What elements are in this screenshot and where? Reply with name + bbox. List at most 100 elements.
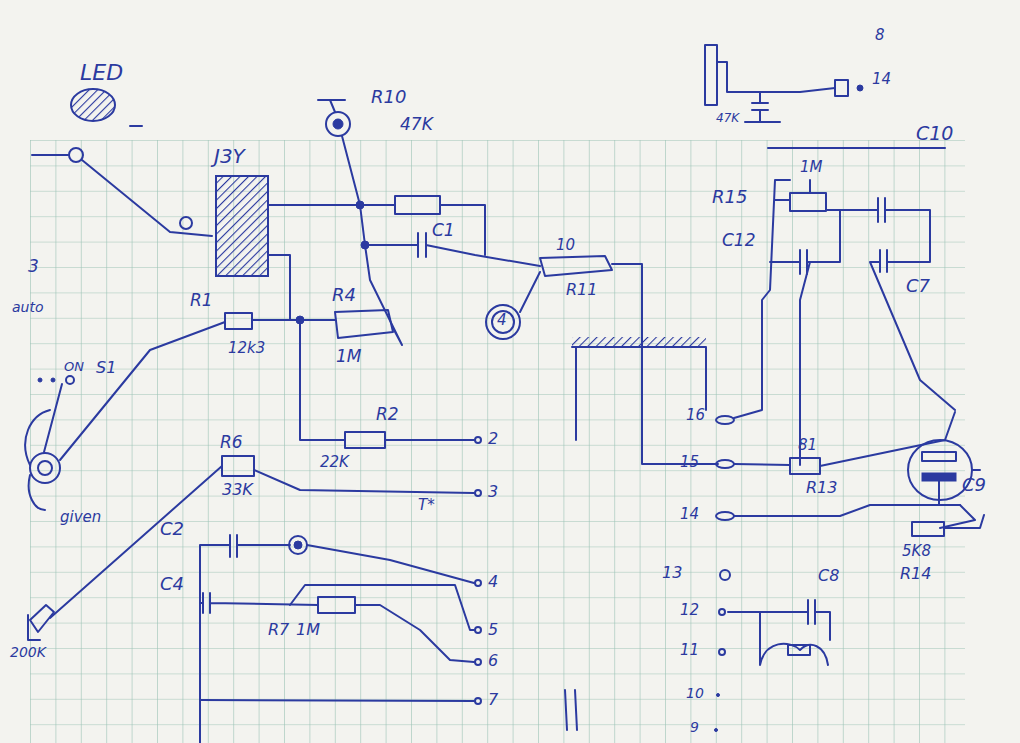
schematic-label: T* bbox=[418, 498, 435, 513]
feedback-network bbox=[734, 148, 955, 474]
schematic-label: C12 bbox=[722, 232, 756, 249]
resistor-symbol bbox=[395, 196, 440, 214]
schematic-label: LED bbox=[80, 62, 123, 84]
schematic-label: 47K bbox=[400, 116, 433, 133]
feedback-network bbox=[768, 147, 945, 149]
resistor-symbol bbox=[28, 605, 54, 640]
j3y-module bbox=[216, 176, 360, 320]
resistor-symbol bbox=[486, 305, 520, 339]
schematic-label: 15 bbox=[680, 455, 699, 470]
resistor-symbol bbox=[50, 466, 222, 618]
schematic-label: C1 bbox=[432, 222, 455, 239]
input-wiring bbox=[180, 217, 192, 229]
resistor-symbol bbox=[540, 256, 612, 276]
antenna-symbol bbox=[326, 112, 350, 136]
trimmer-inset bbox=[745, 92, 780, 122]
resistor-symbol bbox=[360, 205, 485, 255]
capacitor-symbol bbox=[200, 700, 474, 701]
capacitor-symbol bbox=[728, 600, 830, 665]
schematic-label: C9 bbox=[962, 476, 986, 494]
schematic-label: 5 bbox=[488, 622, 498, 638]
capacitor-symbol bbox=[788, 645, 810, 655]
schematic-label: 16 bbox=[686, 408, 705, 423]
resistor-symbol bbox=[254, 470, 474, 493]
resistor-symbol bbox=[492, 311, 514, 333]
led-symbol bbox=[71, 89, 142, 126]
trimmer-inset bbox=[705, 45, 863, 122]
schematic-label: given bbox=[60, 510, 101, 525]
resistor-symbol bbox=[612, 264, 718, 464]
resistor-symbol bbox=[300, 320, 474, 448]
schematic-label: C2 bbox=[160, 520, 184, 538]
capacitor-c9 bbox=[940, 505, 975, 528]
antenna-symbol bbox=[318, 99, 345, 101]
schematic-label: S1 bbox=[96, 360, 116, 376]
capacitor-c9 bbox=[922, 452, 956, 461]
resistor-symbol bbox=[365, 245, 402, 345]
schematic-label: J3Y bbox=[214, 146, 245, 166]
capacitor-symbol bbox=[200, 535, 290, 743]
switch-and-r1 bbox=[66, 376, 74, 384]
terminal-pin bbox=[475, 580, 481, 586]
schematic-label: 2 bbox=[488, 431, 498, 447]
schematic-label: 1M bbox=[296, 622, 320, 638]
capacitor-symbol bbox=[200, 535, 474, 743]
j3y-module bbox=[268, 204, 360, 206]
ic-outline bbox=[720, 570, 730, 580]
trimmer-inset bbox=[705, 45, 717, 105]
antenna-symbol bbox=[330, 100, 335, 112]
led-symbol bbox=[71, 89, 115, 121]
input-wiring bbox=[32, 148, 212, 236]
ic-outline bbox=[572, 347, 706, 440]
led-symbol bbox=[130, 125, 142, 127]
schematic-label: R4 bbox=[332, 286, 356, 304]
ic-outline bbox=[716, 460, 734, 468]
resistor-symbol bbox=[345, 432, 385, 448]
schematic-label: R14 bbox=[900, 566, 931, 582]
schematic-label: 81 bbox=[798, 438, 817, 453]
schematic-label: R1 bbox=[190, 292, 213, 309]
capacitor-symbol bbox=[289, 536, 307, 554]
terminal-pin bbox=[565, 690, 577, 730]
schematic-label: 13 bbox=[662, 565, 682, 581]
schematic-label: R2 bbox=[376, 406, 399, 423]
trimmer-inset bbox=[857, 85, 863, 91]
schematic-label: C4 bbox=[160, 575, 184, 593]
schematic-label: auto bbox=[12, 300, 44, 314]
schematic-label: 14 bbox=[872, 72, 891, 87]
resistor-symbol bbox=[520, 272, 540, 312]
schematic-label: 1M bbox=[336, 348, 361, 365]
terminal-pin bbox=[475, 437, 577, 730]
trimmer-inset bbox=[717, 62, 835, 92]
capacitor-symbol bbox=[200, 593, 318, 613]
capacitor-symbol bbox=[307, 545, 474, 583]
input-wiring bbox=[82, 160, 212, 236]
feedback-network bbox=[770, 210, 840, 274]
terminal-pin bbox=[475, 698, 481, 704]
switch-and-r1 bbox=[252, 319, 335, 321]
schematic-label: 8 bbox=[875, 28, 885, 43]
switch-and-r1 bbox=[44, 384, 62, 452]
terminal-pin bbox=[475, 627, 481, 633]
switch-and-r1 bbox=[25, 410, 50, 510]
schematic-label: 10 bbox=[556, 238, 575, 253]
feedback-network bbox=[734, 180, 790, 418]
feedback-network bbox=[800, 262, 810, 465]
schematic-label: 22K bbox=[320, 455, 349, 470]
capacitor-symbol bbox=[728, 600, 830, 665]
antenna-symbol bbox=[318, 100, 360, 205]
schematic-label: ON bbox=[64, 360, 84, 373]
feedback-network bbox=[734, 464, 790, 465]
schematic-label: C8 bbox=[818, 568, 839, 584]
capacitor-c9 bbox=[734, 505, 920, 516]
schematic-label: 12k3 bbox=[228, 341, 265, 356]
switch-and-r1 bbox=[30, 453, 60, 483]
j3y-module bbox=[216, 176, 268, 276]
schematic-label: 3 bbox=[28, 258, 39, 275]
capacitor-symbol bbox=[200, 585, 474, 701]
input-wiring bbox=[32, 154, 68, 156]
resistor-symbol bbox=[360, 205, 365, 245]
ic-outline bbox=[572, 337, 706, 347]
